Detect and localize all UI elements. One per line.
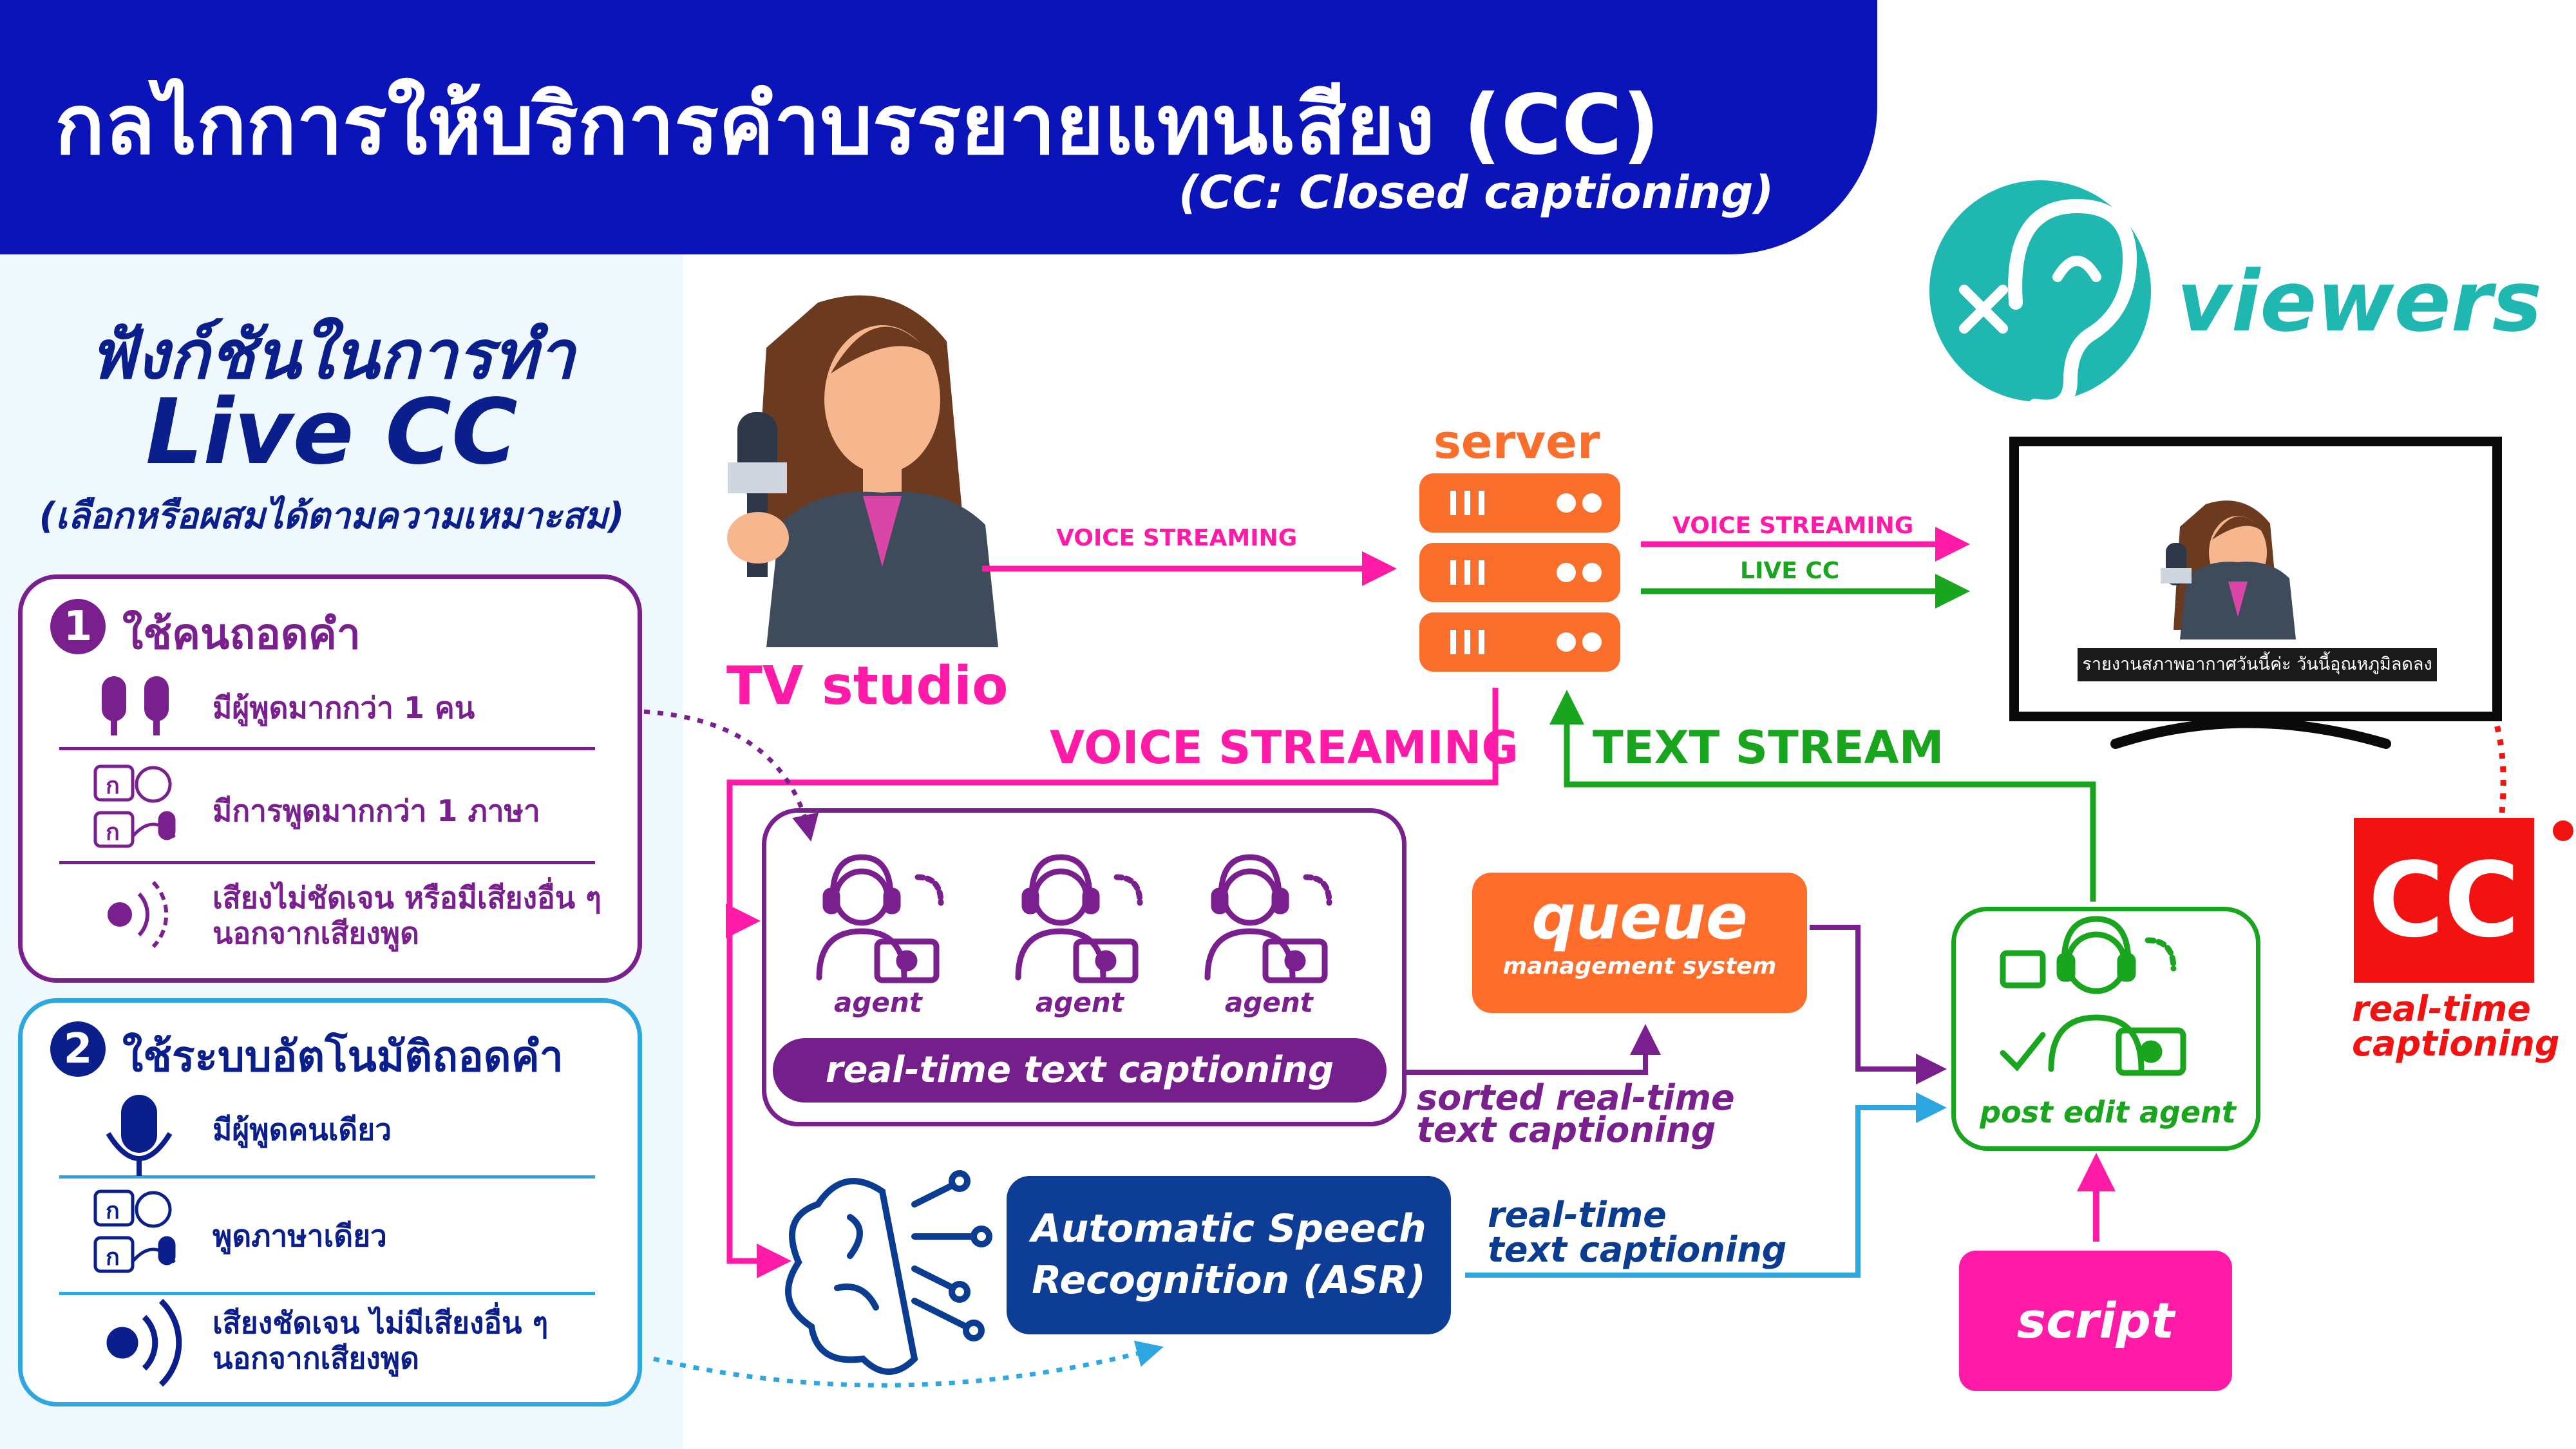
asr-box: Automatic Speech Recognition (ASR) (1007, 1176, 1451, 1334)
language-glyph-4: ก (106, 1244, 120, 1271)
viewers-label: viewers (2177, 252, 2542, 350)
language-glyph-1: ก (106, 773, 120, 799)
ear-icon (1929, 180, 2151, 407)
agent-label-1: agent (834, 987, 922, 1018)
tv-caption-strip: รายงานสภาพอากาศวันนี้ค่ะ วันนี้อุณหภูมิล… (2078, 648, 2437, 681)
two-speakers-icon (102, 676, 169, 735)
cc-badge: CC (2354, 818, 2534, 983)
asr-line1: Automatic Speech (1007, 1203, 1451, 1255)
server-icon (1419, 473, 1620, 672)
brain-icon (788, 1173, 989, 1372)
cc-dot (2553, 820, 2573, 841)
live-cc-label: LIVE CC (1740, 558, 1839, 584)
cc-caption-line2: captioning (2352, 1027, 2560, 1061)
tv-studio-label: TV studio (726, 656, 1008, 717)
language-glyph-3: ก (106, 1198, 120, 1224)
voice-streaming-big-label: VOICE STREAMING (1050, 721, 1519, 774)
tv-stand (2116, 723, 2386, 744)
arrow-queue-to-post (1810, 927, 1942, 1069)
sorted-captioning-line2: text captioning (1417, 1114, 1735, 1146)
mic-icon (108, 1095, 170, 1176)
text-stream-label: TEXT STREAM (1593, 721, 1944, 774)
voice-streaming-label-1: VOICE STREAMING (1056, 525, 1297, 551)
post-edit-label: post edit agent (1958, 1095, 2258, 1130)
asr-output-line1: real-time (1488, 1198, 1786, 1233)
script-box: script (1959, 1251, 2232, 1391)
voice-streaming-label-2: VOICE STREAMING (1672, 513, 1913, 539)
arrow-agents-to-queue (1402, 1029, 1645, 1072)
queue-title: queue (1472, 882, 1807, 952)
sorted-captioning-label: sorted real-time text captioning (1417, 1082, 1735, 1146)
language-glyph-2: ก (106, 819, 120, 846)
asr-output-line2: text captioning (1488, 1233, 1786, 1267)
server-label: server (1434, 415, 1600, 469)
cc-caption-line1: real-time (2352, 992, 2560, 1027)
queue-subtitle: management system (1472, 952, 1807, 981)
queue-management-box: queue management system (1472, 873, 1807, 1013)
sound-wave-icon (109, 882, 166, 947)
presenter-icon (727, 296, 998, 647)
sound-wave-icon (109, 1301, 179, 1385)
realtime-captioning-bar: real-time text captioning (773, 1038, 1387, 1103)
cc-caption: real-time captioning (2352, 992, 2560, 1061)
asr-line2: Recognition (ASR) (1007, 1255, 1451, 1306)
agent-label-3: agent (1225, 987, 1313, 1018)
asr-output-label: real-time text captioning (1488, 1198, 1786, 1267)
agent-label-2: agent (1036, 987, 1124, 1018)
